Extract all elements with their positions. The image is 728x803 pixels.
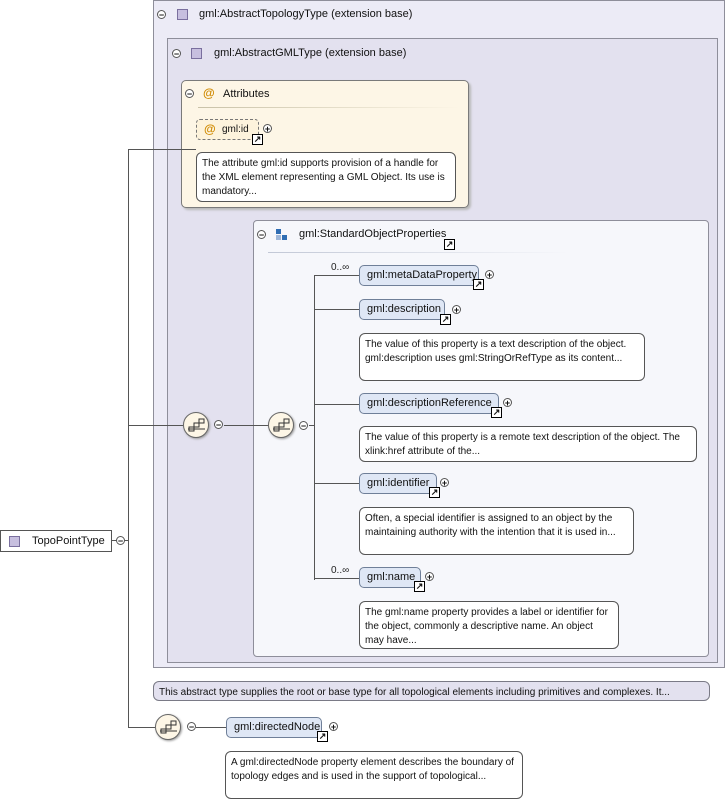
identifier-doc: Often, a special identifier is assigned … [359,507,634,555]
element-description[interactable]: gml:description [359,299,445,320]
abstract-topology-type-label: gml:AbstractTopologyType (extension base… [199,8,413,20]
connector-line [314,275,315,580]
element-descriptionreference[interactable]: gml:descriptionReference [359,393,499,414]
connector-line [128,149,196,150]
link-icon[interactable]: ↗ [491,407,502,418]
standard-object-properties-label: gml:StandardObjectProperties [299,228,447,240]
gml-id-attribute[interactable] [196,119,259,140]
attribute-icon: @ [203,86,215,100]
element-metadataproperty[interactable]: gml:metaDataProperty [359,265,479,286]
connector-line [224,425,269,426]
expand-icon[interactable]: + [329,722,338,732]
group-icon [276,229,288,241]
name-doc: The gml:name property provides a label o… [359,601,619,649]
gml-id-label: gml:id [222,124,249,135]
expand-icon[interactable]: + [263,124,272,134]
directed-node-doc: A gml:directedNode property element desc… [225,751,523,799]
link-icon[interactable]: ↗ [317,731,328,742]
connector-line [128,149,129,727]
link-icon[interactable]: ↗ [414,581,425,592]
connector-line [314,275,360,276]
complex-type-icon [9,536,20,547]
collapse-icon[interactable]: − [299,421,308,431]
gml-id-doc: The attribute gml:id supports provision … [196,152,456,202]
link-icon[interactable]: ↗ [252,134,263,145]
attribute-icon: @ [204,122,216,136]
collapse-icon[interactable]: − [172,49,181,59]
element-name[interactable]: gml:name [359,567,421,588]
collapse-icon[interactable]: − [116,536,125,546]
topo-point-type-label: TopoPointType [32,535,105,547]
collapse-icon[interactable]: − [214,420,223,430]
connector-line [314,578,360,579]
element-identifier[interactable]: gml:identifier [359,473,437,494]
expand-icon[interactable]: + [485,270,494,280]
abstract-gml-type-label: gml:AbstractGMLType (extension base) [214,47,407,59]
connector-line [314,404,360,405]
attributes-underline [198,107,460,108]
expand-icon[interactable]: + [452,305,461,315]
expand-icon[interactable]: + [440,478,449,488]
complex-type-icon [191,48,202,59]
description-doc: The value of this property is a text des… [359,333,645,381]
connector-line [314,483,360,484]
link-icon[interactable]: ↗ [444,239,455,250]
collapse-icon[interactable]: − [185,89,194,99]
sequence-compositor-icon[interactable] [155,714,181,740]
sequence-compositor-icon[interactable] [183,412,209,438]
expand-icon[interactable]: + [503,398,512,408]
connector-line [128,425,183,426]
connector-line [309,425,314,426]
link-icon[interactable]: ↗ [429,487,440,498]
element-directed-node[interactable]: gml:directedNode [226,717,322,738]
abstract-type-doc: This abstract type supplies the root or … [153,681,710,701]
attributes-label: Attributes [223,88,270,100]
link-icon[interactable]: ↗ [473,279,484,290]
expand-icon[interactable]: + [425,572,434,582]
topo-point-type-root[interactable]: TopoPointType [0,530,112,552]
occurrence-label: 0..∞ [331,262,350,273]
collapse-icon[interactable]: − [187,722,196,732]
complex-type-icon [177,9,188,20]
connector-line [196,727,226,728]
link-icon[interactable]: ↗ [440,314,451,325]
collapse-icon[interactable]: − [257,230,266,240]
sequence-compositor-icon[interactable] [268,412,294,438]
collapse-icon[interactable]: − [157,10,166,20]
description-reference-doc: The value of this property is a remote t… [359,426,697,462]
connector-line [128,727,155,728]
connector-line [314,309,360,310]
group-underline [268,252,568,253]
occurrence-label: 0..∞ [331,565,350,576]
